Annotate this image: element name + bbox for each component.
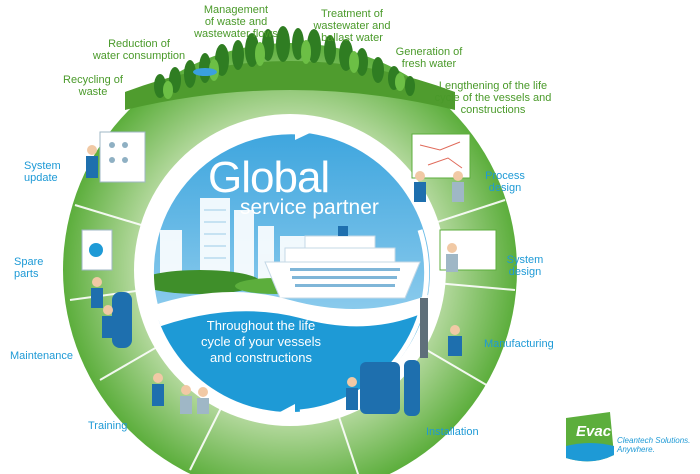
system-design-illustration (439, 229, 497, 272)
label-management: Management of waste and wastewater flows (186, 4, 286, 40)
label-system-update: System update (24, 160, 61, 184)
brand-name: Evac (576, 423, 612, 440)
label-process-design: Process design (480, 170, 530, 194)
label-line: cycle of the vessels and (434, 92, 552, 104)
ship-icon (264, 226, 421, 299)
label-recycling: Recycling of waste (58, 74, 128, 98)
center-subtitle: service partner (240, 196, 379, 219)
label-line: of waste and (204, 16, 268, 28)
installation-illustration (346, 360, 420, 416)
label-system-design: System design (500, 254, 550, 278)
label-line: water consumption (92, 50, 186, 62)
label-line: Management (203, 4, 269, 16)
label-reduction: Reduction of water consumption (84, 38, 194, 62)
label-line: Process (485, 170, 525, 182)
maintenance-illustration (102, 292, 132, 348)
training-illustration (152, 373, 209, 414)
manufacturing-illustration (420, 298, 462, 358)
label-line: System (506, 254, 544, 266)
label-lengthening: Lengthening of the life cycle of the ves… (428, 80, 558, 116)
spare-parts-illustration (81, 229, 113, 308)
label-line: Reduction of (108, 38, 170, 50)
label-spare-parts: Spare parts (14, 256, 43, 280)
system-update-illustration (86, 131, 146, 183)
lifecycle-text: Throughout the life cycle of your vessel… (186, 318, 336, 366)
lifecycle-line: cycle of your vessels (201, 334, 321, 349)
cycle-arrow (148, 129, 430, 415)
center-title: Global (208, 153, 330, 202)
label-line: Treatment of (321, 8, 383, 20)
label-line: Lengthening of the life (438, 80, 548, 92)
label-line: parts (14, 268, 39, 280)
label-manufacturing: Manufacturing (484, 338, 554, 350)
label-installation: Installation (426, 426, 479, 438)
label-line: System (24, 160, 61, 172)
label-maintenance: Maintenance (10, 350, 73, 362)
label-training: Training (88, 420, 128, 432)
lifecycle-line: and constructions (210, 350, 312, 365)
label-line: Spare (14, 256, 44, 268)
label-line: update (24, 172, 58, 184)
label-line: Generation of (395, 46, 463, 58)
tagline-line: Cleantech Solutions. (617, 436, 691, 445)
tagline-line: Anywhere. (617, 445, 655, 454)
lifecycle-line: Throughout the life (206, 318, 316, 333)
label-line: wastewater and (313, 20, 391, 32)
brand-tagline: Cleantech Solutions. Anywhere. (617, 436, 690, 454)
label-line: waste (78, 86, 108, 98)
center-scene (150, 132, 430, 412)
process-design-illustration (411, 133, 471, 202)
evac-logo-icon (566, 412, 614, 462)
label-line: fresh water (401, 58, 457, 70)
label-line: constructions (460, 104, 526, 116)
label-line: ballast water (321, 32, 383, 44)
label-generation: Generation of fresh water (384, 46, 474, 70)
label-line: wastewater flows (194, 28, 278, 40)
label-line: design (488, 182, 522, 194)
label-line: design (508, 266, 542, 278)
label-treatment: Treatment of wastewater and ballast wate… (302, 8, 402, 44)
forest-icon (125, 26, 455, 110)
label-line: Recycling of (63, 74, 123, 86)
